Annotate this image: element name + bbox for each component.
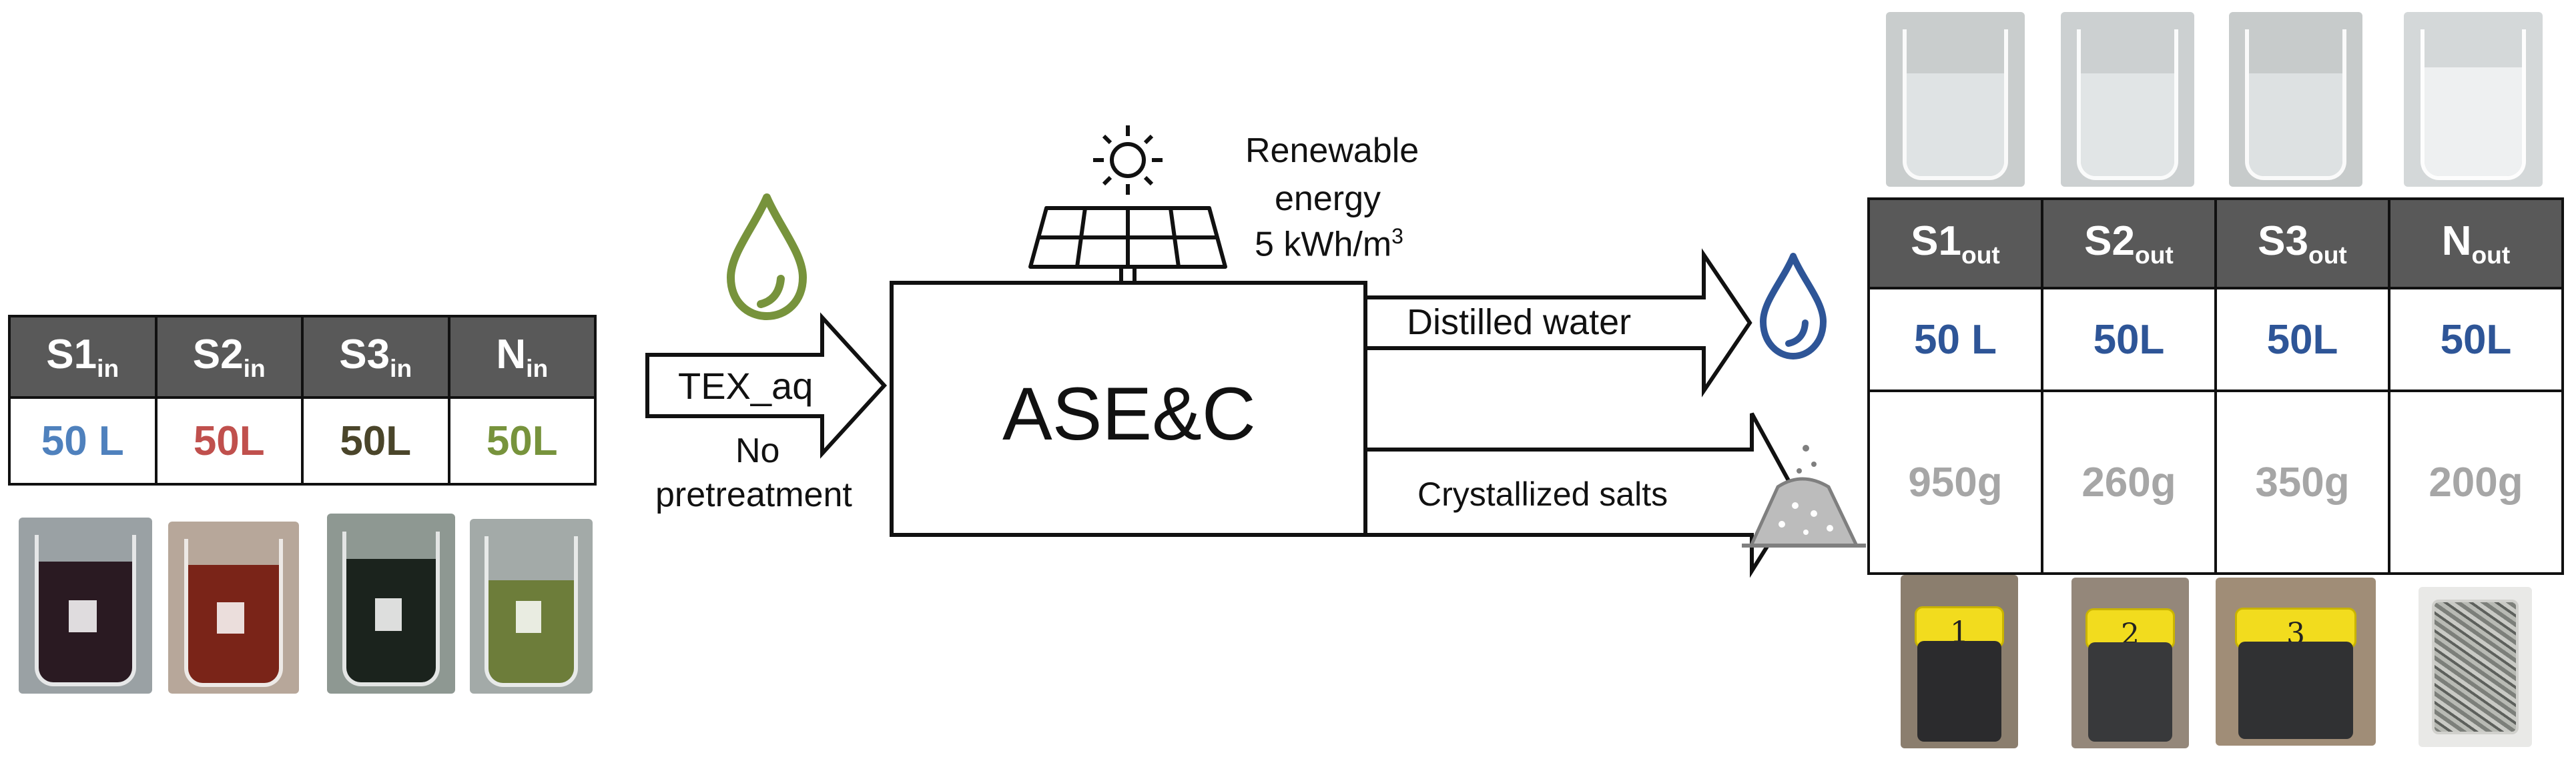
- energy-line1: Renewable: [1245, 131, 1419, 170]
- beaker-photo-s1-in: [19, 518, 152, 694]
- process-name: ASE&C: [1002, 372, 1256, 456]
- volume-s3-out: 50L: [2214, 287, 2390, 392]
- green-water-drop-icon: [727, 193, 807, 320]
- header-n-out: Nout: [2388, 197, 2564, 289]
- salt-tray-photo-n: [2419, 587, 2532, 747]
- distilled-water-label: Distilled water: [1407, 302, 1632, 342]
- header-s2-out: S2out: [2041, 197, 2217, 289]
- header-s1-out: S1out: [1867, 197, 2043, 289]
- volume-s2-in: 50L: [154, 396, 304, 486]
- volume-s3-in: 50L: [301, 396, 450, 486]
- volume-s1-out: 50 L: [1867, 287, 2043, 392]
- crystallized-salts-label: Crystallized salts: [1417, 476, 1668, 513]
- energy-line2: energy: [1275, 179, 1381, 218]
- header-s3-out: S3out: [2214, 197, 2390, 289]
- salt-jar-photo-s2: 2: [2071, 578, 2189, 748]
- input-samples-table: S1in S2in S3in Nin 50 L 50L 50L 50L: [8, 315, 597, 486]
- header-s1-in: S1in: [8, 315, 157, 399]
- salt-jar-photo-s1: 1: [1901, 575, 2018, 748]
- volume-s1-in: 50 L: [8, 396, 157, 486]
- process-box: [890, 281, 1367, 537]
- salt-mass-n: 200g: [2388, 390, 2564, 575]
- salt-pile-icon: [1742, 445, 1866, 548]
- volume-n-out: 50L: [2388, 287, 2564, 392]
- salt-mass-s2: 260g: [2041, 390, 2217, 575]
- beaker-photo-s3-out: [2229, 12, 2362, 187]
- distilled-water-arrow: [1363, 248, 1752, 398]
- energy-value: 5 kWh/m3: [1255, 224, 1403, 264]
- beaker-photo-s2-in: [168, 522, 299, 694]
- header-n-in: Nin: [447, 315, 597, 399]
- volume-s2-out: 50L: [2041, 287, 2217, 392]
- output-samples-table: S1out S2out S3out Nout 50 L 50L 50L 50L …: [1867, 197, 2564, 575]
- feed-note-line2: pretreatment: [655, 476, 852, 514]
- header-s2-in: S2in: [154, 315, 304, 399]
- volume-n-in: 50L: [447, 396, 597, 486]
- blue-water-drop-icon: [1760, 253, 1827, 359]
- beaker-photo-n-in: [470, 519, 593, 694]
- beaker-photo-s1-out: [1886, 12, 2025, 187]
- header-s3-in: S3in: [301, 315, 450, 399]
- feed-arrow: [645, 312, 888, 459]
- beaker-photo-s3-in: [327, 514, 455, 694]
- beaker-photo-n-out: [2404, 12, 2543, 187]
- feed-note-line1: No: [735, 432, 780, 470]
- feed-label: TEX_aq: [678, 365, 814, 407]
- salt-mass-s3: 350g: [2214, 390, 2390, 575]
- salt-jar-photo-s3: 3: [2216, 578, 2376, 746]
- salt-mass-s1: 950g: [1867, 390, 2043, 575]
- solar-panel-icon: [1028, 125, 1227, 283]
- beaker-photo-s2-out: [2061, 12, 2194, 187]
